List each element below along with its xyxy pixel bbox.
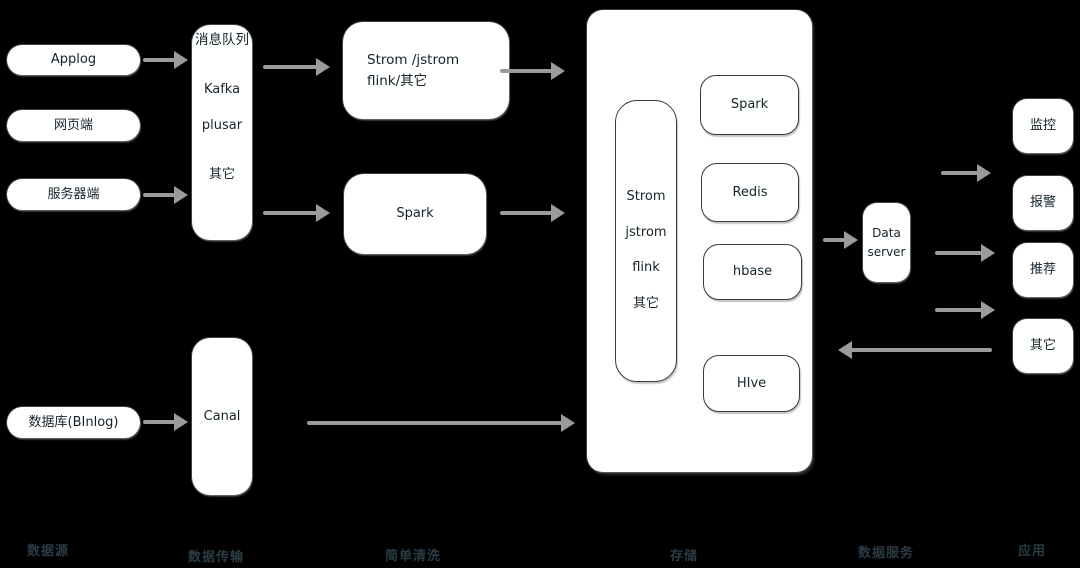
node-web-client-label: 网页端 [53,117,93,133]
node-web-client: 网页端 [7,110,140,141]
node-redis-label: Redis [732,184,768,200]
node-alerting: 报警 [1013,176,1073,230]
stage-label-transport: 数据传输 [188,550,245,565]
strom-box-line2: flink/其它 [367,72,428,89]
node-applog: Applog [7,45,140,75]
node-database-binlog: 数据库(BInlog) [7,407,140,438]
arrow-strom-to-storage [500,62,565,80]
message-queue-title: 消息队列 [195,32,249,48]
node-server-client: 服务器端 [7,179,140,210]
node-storage-spark-label: Spark [730,97,769,113]
arrow-other-to-storage [838,341,992,359]
node-spark-cleaning: Spark [344,174,486,254]
stage-label-service: 数据服务 [858,546,915,561]
queue-item-other: 其它 [208,167,235,183]
arrow-queue-to-spark [263,204,330,222]
arrow-dataserver-to-recommend [935,244,995,262]
node-canal: Canal [192,338,252,495]
storage-compute-jstrom: jstrom [625,224,667,240]
storage-compute-strom: Strom [626,189,666,204]
arrow-dataserver-to-other [935,301,995,319]
data-server-line2: server [867,244,906,259]
storage-compute-flink: flink [632,260,660,276]
queue-item-plusar: plusar [201,117,243,133]
arrow-queue-to-strom [263,58,330,76]
node-app-other: 其它 [1013,319,1073,373]
node-applog-label: Applog [50,52,97,68]
stage-label-cleaning: 简单清洗 [385,549,442,564]
node-hbase: hbase [703,244,802,300]
node-recommendation-label: 推荐 [1029,262,1056,278]
arrow-dataserver-to-alert [941,164,991,182]
node-redis: Redis [701,163,799,222]
stage-label-source: 数据源 [27,544,70,559]
strom-box-line1: Strom /jstrom [367,52,460,69]
stage-label-application: 应用 [1018,544,1047,559]
node-database-binlog-label: 数据库(BInlog) [28,414,119,430]
arrow-db-to-canal [143,413,188,431]
node-canal-label: Canal [203,408,241,424]
node-monitoring: 监控 [1013,99,1073,153]
node-recommendation: 推荐 [1013,243,1073,297]
stage-label-storage: 存储 [670,549,699,564]
node-hive-label: HIve [736,375,767,391]
arrow-server-to-queue [143,186,188,204]
node-strom-jstrom-flink: Strom /jstrom flink/其它 [343,22,509,119]
node-hbase-label: hbase [732,264,773,280]
arrow-storage-to-dataserver [823,231,858,249]
node-data-server: Data server [863,203,910,282]
node-server-client-label: 服务器端 [47,186,100,202]
node-storage-spark: Spark [700,75,799,135]
node-alerting-label: 报警 [1029,195,1056,211]
queue-item-kafka: Kafka [203,82,241,98]
node-spark-cleaning-label: Spark [396,206,434,222]
arrow-canal-to-storage [307,414,575,432]
arrow-spark-to-storage [500,204,565,222]
data-server-line1: Data [872,226,901,241]
node-app-other-label: 其它 [1029,338,1056,354]
node-monitoring-label: 监控 [1029,118,1056,134]
node-storage-compute: Strom jstrom flink 其它 [615,100,677,382]
arrow-applog-to-queue [143,51,188,69]
storage-compute-other: 其它 [632,295,659,311]
node-message-queue: 消息队列 Kafka plusar 其它 [192,25,252,240]
node-hive: HIve [703,355,800,412]
